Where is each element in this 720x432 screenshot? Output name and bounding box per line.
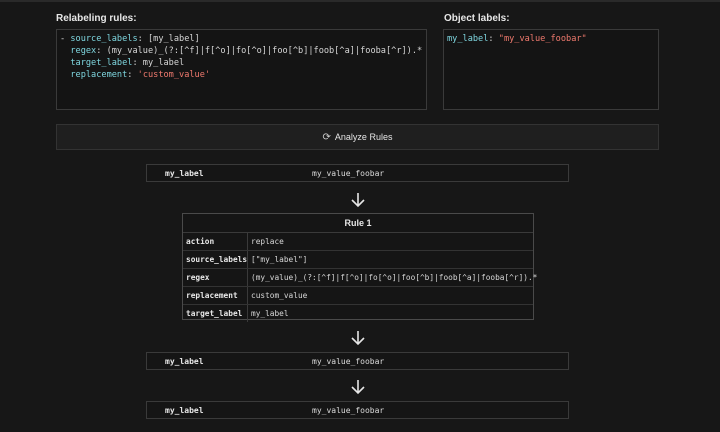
label-value: my_value_foobar [312, 406, 385, 415]
table-row: replacement custom_value [183, 287, 533, 305]
arrow-down-icon [351, 193, 365, 208]
label-name: my_label [165, 406, 204, 415]
label-row-after-rule: my_label my_value_foobar [146, 352, 569, 370]
label-name: my_label [165, 357, 204, 366]
arrow-down-icon [351, 380, 365, 395]
table-row: regex (my_value)_(?:[^f]|f[^o]|fo[^o]|fo… [183, 269, 537, 287]
label-value: my_value_foobar [312, 169, 385, 178]
rule-title: Rule 1 [183, 214, 533, 233]
relabeling-rules-title: Relabeling rules: [56, 13, 137, 24]
analyze-rules-label: Analyze Rules [334, 132, 393, 142]
row-value: (my_value)_(?:[^f]|f[^o]|fo[^o]|foo[^b]|… [251, 273, 538, 282]
table-row: target_label my_label [183, 305, 533, 322]
row-key: regex [186, 273, 210, 282]
row-value: ["my_label"] [251, 255, 308, 264]
object-labels-title: Object labels: [444, 13, 510, 24]
top-divider [0, 0, 720, 2]
relabeling-rules-editor[interactable]: - source_labels: [my_label] regex: (my_v… [56, 29, 427, 110]
row-key: target_label [186, 309, 243, 318]
row-key: action [186, 237, 215, 246]
row-value: custom_value [251, 291, 308, 300]
table-row: source_labels ["my_label"] [183, 251, 533, 269]
label-name: my_label [165, 169, 204, 178]
object-labels-editor[interactable]: my_label: "my_value_foobar" [443, 29, 659, 110]
row-key: source_labels [186, 255, 248, 264]
analyze-rules-button[interactable]: ⟳ Analyze Rules [56, 124, 659, 150]
label-value: my_value_foobar [312, 357, 385, 366]
row-value: replace [251, 237, 284, 246]
label-row-result: my_label my_value_foobar [146, 401, 569, 419]
arrow-down-icon [351, 331, 365, 346]
table-row: action replace [183, 233, 533, 251]
row-key: replacement [186, 291, 238, 300]
label-row-input: my_label my_value_foobar [146, 164, 569, 182]
rule-1-table: Rule 1 action replace source_labels ["my… [182, 213, 537, 322]
analyze-icon: ⟳ [322, 131, 331, 143]
row-value: my_label [251, 309, 289, 318]
